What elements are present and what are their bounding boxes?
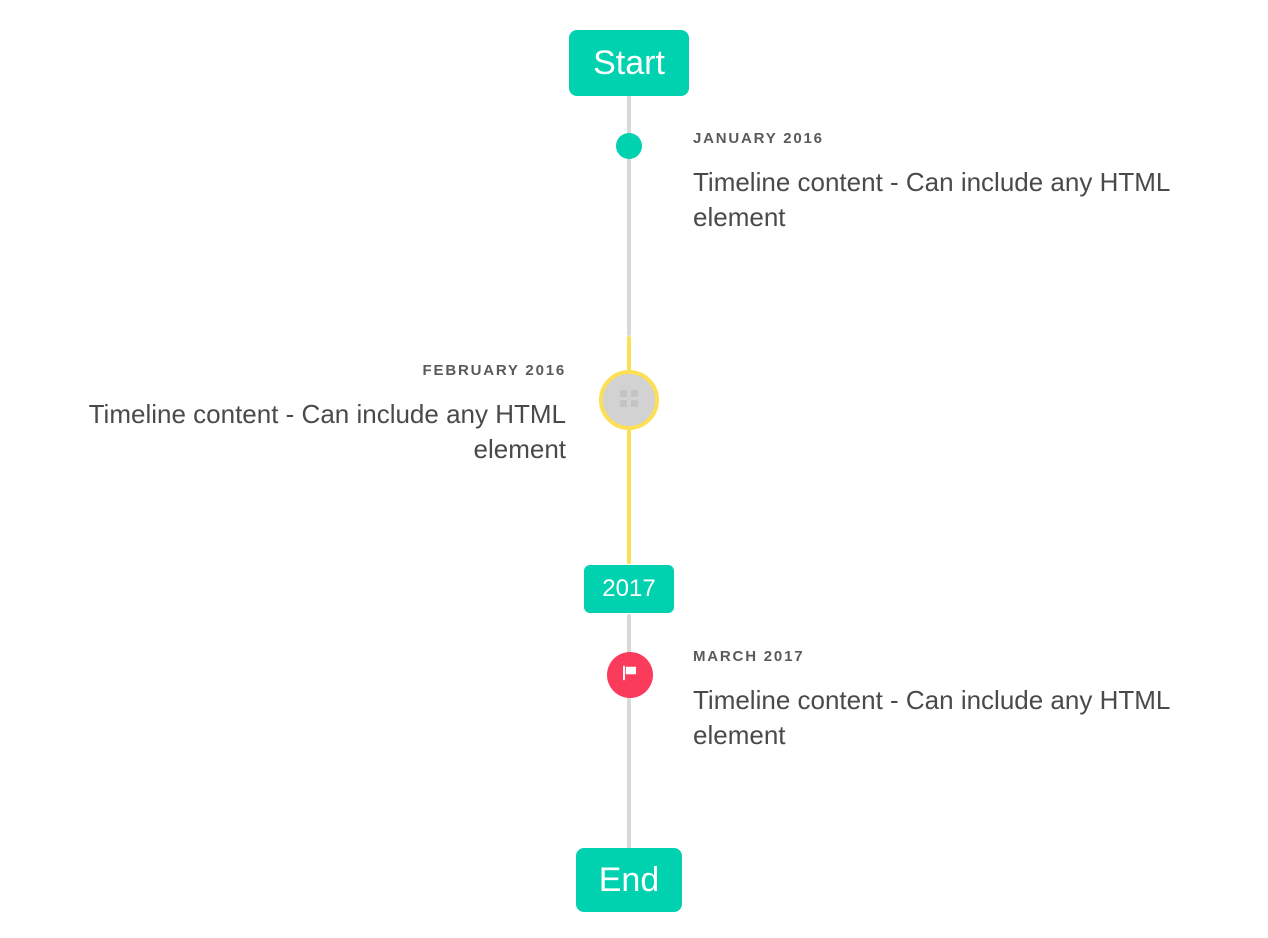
- timeline-year-label: 2017: [602, 575, 656, 602]
- timeline-marker-march[interactable]: [607, 652, 653, 698]
- timeline-entry-date: January 2016: [693, 130, 824, 147]
- timeline-marker-january[interactable]: [616, 133, 642, 159]
- timeline-entry-body: Timeline content - Can include any HTML …: [88, 399, 566, 465]
- timeline-entry-body: Timeline content - Can include any HTML …: [693, 167, 1170, 233]
- timeline-entry-february: February 2016 Timeline content - Can inc…: [34, 362, 566, 468]
- timeline-entry-date: March 2017: [693, 648, 805, 665]
- timeline-entry-body: Timeline content - Can include any HTML …: [693, 685, 1170, 751]
- timeline-entry-date: February 2016: [422, 362, 566, 379]
- timeline-end-label: End: [598, 861, 660, 899]
- flag-icon: [619, 662, 641, 689]
- timeline-entry-march: March 2017 Timeline content - Can includ…: [693, 648, 1233, 754]
- timeline-start-badge[interactable]: Start: [569, 30, 689, 96]
- timeline-start-label: Start: [593, 44, 665, 82]
- timeline-rail-segment-top: [627, 94, 631, 336]
- timeline-marker-february[interactable]: [599, 370, 659, 430]
- timeline-rail-segment-highlight: [627, 336, 631, 564]
- timeline-entry-january: January 2016 Timeline content - Can incl…: [693, 130, 1233, 236]
- photo-icon: [618, 387, 640, 414]
- timeline-end-badge[interactable]: End: [576, 848, 682, 912]
- timeline-year-badge[interactable]: 2017: [584, 565, 674, 613]
- timeline-rail-segment-bottom: [627, 614, 631, 850]
